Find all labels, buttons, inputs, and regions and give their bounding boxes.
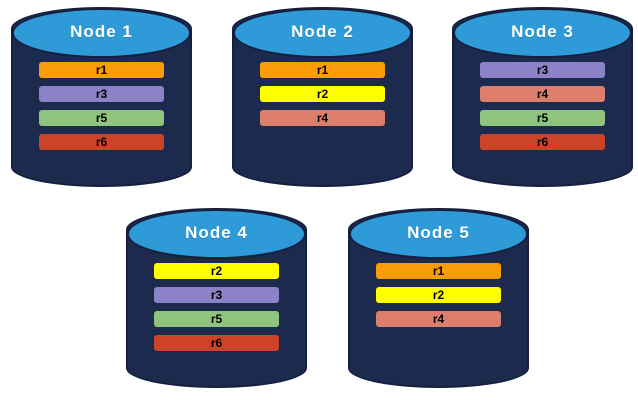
shard-label: r2 [316,86,329,101]
database-node-cylinder[interactable]: Node 1 r1 r3 r5 r6 [11,7,192,187]
shard-bar[interactable]: r6 [39,134,164,150]
shard-label: r6 [95,134,108,149]
shard-label: r3 [210,287,223,302]
shard-list: r1 r2 r4 [348,263,529,327]
shard-bar[interactable]: r4 [480,86,605,102]
shard-bar[interactable]: r3 [39,86,164,102]
shard-bar[interactable]: r6 [480,134,605,150]
shard-label: r1 [432,263,445,278]
shard-bar[interactable]: r3 [154,287,279,303]
shard-bar[interactable]: r5 [154,311,279,327]
shard-list: r2 r3 r5 r6 [126,263,307,351]
cylinder-top-ellipse: Node 2 [233,8,412,58]
node-label: Node 5 [407,222,470,242]
node-label: Node 3 [511,21,574,41]
shard-list: r1 r2 r4 [232,62,413,126]
shard-label: r6 [536,134,549,149]
node-label: Node 1 [70,21,133,41]
database-node-cylinder[interactable]: Node 5 r1 r2 r4 [348,208,529,388]
shard-label: r5 [95,110,108,125]
shard-label: r3 [95,86,108,101]
shard-bar[interactable]: r6 [154,335,279,351]
shard-bar[interactable]: r1 [260,62,385,78]
cylinder-top-ellipse: Node 3 [453,8,632,58]
shard-label: r1 [95,62,108,77]
shard-bar[interactable]: r2 [376,287,501,303]
shard-bar[interactable]: r1 [39,62,164,78]
cylinder-top-ellipse: Node 1 [12,8,191,58]
shard-bar[interactable]: r5 [480,110,605,126]
shard-label: r4 [316,110,329,125]
shard-label: r2 [210,263,223,278]
shard-label: r4 [432,311,445,326]
shard-bar[interactable]: r1 [376,263,501,279]
database-node-cylinder[interactable]: Node 2 r1 r2 r4 [232,7,413,187]
cylinder-top-ellipse: Node 4 [127,209,306,259]
shard-label: r1 [316,62,329,77]
shard-bar[interactable]: r2 [260,86,385,102]
shard-bar[interactable]: r4 [260,110,385,126]
database-node-cylinder[interactable]: Node 3 r3 r4 r5 r6 [452,7,633,187]
cylinder-top-ellipse: Node 5 [349,209,528,259]
shard-bar[interactable]: r5 [39,110,164,126]
shard-list: r3 r4 r5 r6 [452,62,633,150]
shard-label: r5 [536,110,549,125]
shard-bar[interactable]: r4 [376,311,501,327]
database-node-cylinder[interactable]: Node 4 r2 r3 r5 r6 [126,208,307,388]
shard-label: r5 [210,311,223,326]
shard-label: r2 [432,287,445,302]
shard-label: r6 [210,335,223,350]
node-label: Node 4 [185,222,248,242]
node-label: Node 2 [291,21,354,41]
shard-list: r1 r3 r5 r6 [11,62,192,150]
shard-label: r4 [536,86,549,101]
shard-bar[interactable]: r2 [154,263,279,279]
shard-label: r3 [536,62,549,77]
shard-bar[interactable]: r3 [480,62,605,78]
